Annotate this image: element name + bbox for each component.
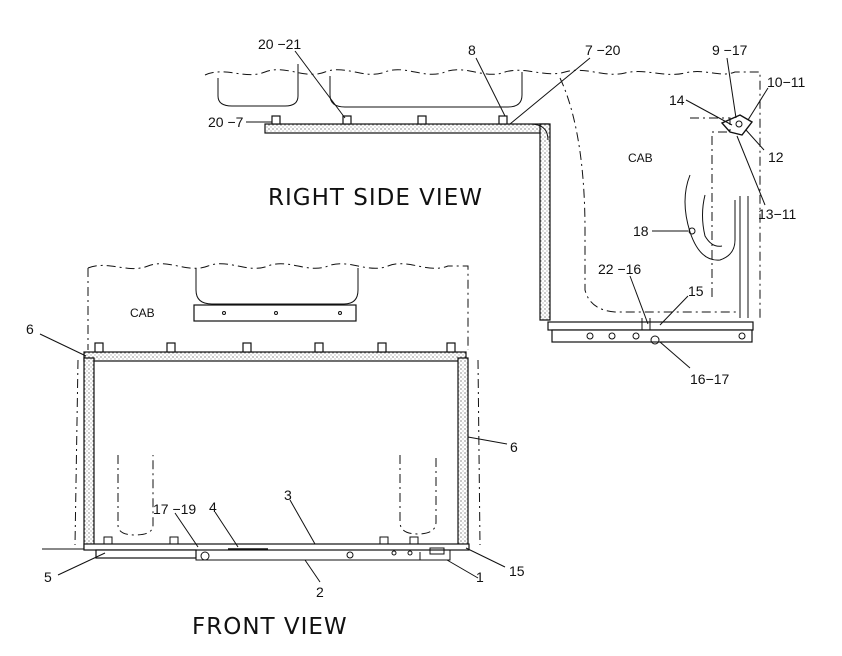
right-window-1 <box>217 64 299 107</box>
right-bracket-corner <box>529 123 549 141</box>
callout-4: 4 <box>209 499 217 515</box>
callout-9-17: 9 −17 <box>712 42 748 58</box>
right-bottom-details <box>586 318 746 345</box>
plate-hole <box>274 311 278 315</box>
callout-3: 3 <box>284 487 292 503</box>
front-opening-right <box>399 455 437 535</box>
plate-hole <box>222 311 226 315</box>
right-rear-post <box>739 196 749 318</box>
callout-20-7: 20 −7 <box>208 114 244 130</box>
right-door-edge <box>690 117 731 300</box>
right-mount-bolt <box>735 120 743 128</box>
right-mount-bracket <box>720 114 754 136</box>
right-cab-outline <box>204 69 761 320</box>
front-leaders <box>39 333 508 583</box>
callout-8: 8 <box>468 42 476 58</box>
front-cab-lower-left <box>74 359 79 546</box>
front-bottom-details <box>103 536 445 561</box>
right-handle-slot <box>684 174 736 261</box>
front-bottom-assembly <box>195 549 451 561</box>
right-side-view-title: RIGHT SIDE VIEW <box>268 185 483 211</box>
right-side-view: RIGHT SIDE VIEW CAB 20 −21 8 7 −20 20 −7… <box>204 36 805 387</box>
callout-18: 18 <box>633 223 649 239</box>
right-top-rail <box>264 123 549 134</box>
callout-15-right: 15 <box>688 283 704 299</box>
front-left-post <box>83 357 95 549</box>
front-right-post <box>457 357 469 549</box>
right-cab-label: CAB <box>628 151 653 165</box>
front-top-fasteners <box>94 342 456 353</box>
right-door-line <box>559 77 740 313</box>
front-bottom-rail <box>83 543 470 551</box>
right-leaders <box>246 50 769 369</box>
callout-6-left: 6 <box>26 321 34 337</box>
callout-16-17: 16−17 <box>690 371 730 387</box>
front-callouts: 6 6 17 −19 4 3 5 2 1 15 <box>26 321 525 600</box>
front-cab-label: CAB <box>130 306 155 320</box>
right-window-2 <box>329 72 523 108</box>
right-callouts: 20 −21 8 7 −20 20 −7 9 −17 10−11 14 12 1… <box>208 36 805 387</box>
front-view-title: FRONT VIEW <box>192 614 348 640</box>
front-opening-left <box>117 455 154 536</box>
plate-hole <box>338 311 342 315</box>
callout-5: 5 <box>44 569 52 585</box>
callout-6-right: 6 <box>510 439 518 455</box>
front-view: FRONT VIEW CAB 6 6 17 −19 4 3 5 2 1 15 <box>26 263 525 640</box>
right-top-fasteners <box>271 115 508 125</box>
callout-10-11: 10−11 <box>767 74 805 90</box>
right-pin-18 <box>688 227 696 235</box>
front-cab-lower-right <box>477 359 481 546</box>
front-window <box>195 268 359 305</box>
callout-14: 14 <box>669 92 685 108</box>
front-cab-outline <box>87 263 469 350</box>
callout-17-19: 17 −19 <box>153 501 196 517</box>
front-bottom-plate <box>95 549 197 559</box>
callout-22-16: 22 −16 <box>598 261 641 277</box>
callout-13-11: 13−11 <box>758 206 796 222</box>
right-bottom-plate <box>551 329 753 343</box>
callout-2: 2 <box>316 584 324 600</box>
right-vertical-bracket <box>539 123 551 321</box>
callout-12: 12 <box>768 149 784 165</box>
callout-20-21: 20 −21 <box>258 36 301 52</box>
callout-15-front: 15 <box>509 563 525 579</box>
front-top-rail <box>83 351 467 362</box>
callout-7-20: 7 −20 <box>585 42 621 58</box>
callout-1: 1 <box>476 569 484 585</box>
